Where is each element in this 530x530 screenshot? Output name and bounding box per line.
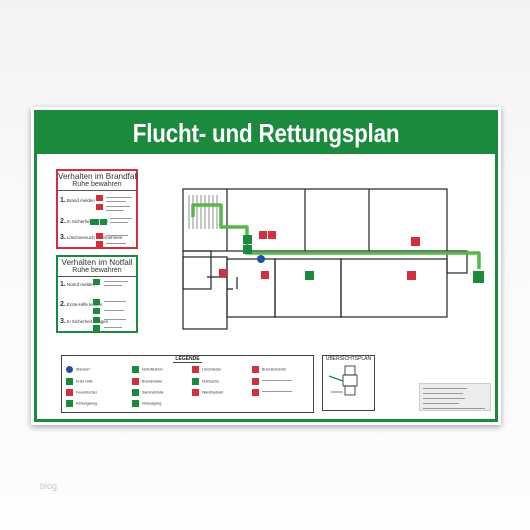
exit-icon [100,219,107,225]
legend-item: Brandschutztür [252,366,286,373]
legend-box: LEGENDE Standort Erste Hilfe Feuerlösche… [61,355,314,413]
legend-item: Notdusche [192,378,219,385]
blanket-icon [192,366,199,373]
first-aid-icon [93,299,100,305]
overview-title: ÜBERSICHTSPLAN [325,356,372,362]
legend-title: LEGENDE [173,356,202,363]
shower-icon [192,378,199,385]
extinguisher-icon [261,271,269,279]
escape-plan-sign: Flucht- und Rettungsplan Verhalten im Br… [31,107,501,425]
fire-step-3: 3.Löschversuch unternehmen [60,234,123,241]
escape-arrow-icon [90,219,99,225]
plan-title: Flucht- und Rettungsplan [132,118,400,148]
phone-icon [132,366,139,373]
fire-door-icon [252,366,259,373]
fire-alarm-icon [132,378,139,385]
hydrant-icon [96,241,103,247]
extinguisher-icon [268,231,276,239]
escape-route [191,203,481,269]
room-center-left [226,258,276,318]
fire-step-2: 2.In Sicherheit bringen [60,218,109,225]
aid-step-2: 2.Erste-Hilfe leisten [60,301,103,308]
overview-plan-box: ÜBERSICHTSPLAN [322,355,375,411]
emergency-procedure-box: Verhalten im Notfall Ruhe bewahren 1.Not… [56,255,138,333]
fire-alarm-icon [252,378,259,385]
escape-arrow-icon [93,317,100,323]
fire-alarm-icon [96,195,103,201]
standort-dot-icon [257,255,265,263]
aid-box-subtitle: Ruhe bewahren [72,267,122,274]
north-wing-outline [182,188,448,252]
assembly-icon [93,325,100,331]
overview-map [328,365,358,396]
legend-item: Erste Hilfe [66,378,93,385]
plan-info-block [419,383,491,411]
legend-item: Feuerlöscher [66,389,97,396]
exit-stair [446,250,468,274]
room-east [340,258,448,318]
hydrant-icon [192,389,199,396]
fire-procedure-box: Verhalten im Brandfall Ruhe bewahren 1.B… [56,169,138,249]
extinguisher-icon [96,233,103,239]
fire-box-title: Verhalten im Brandfall [58,172,139,181]
phone-icon [96,204,103,210]
shower-icon [93,308,100,314]
exit-icon [243,235,252,244]
legend-item: Standort [66,366,90,373]
fire-alarm-icon [219,269,227,277]
sign-frame: Flucht- und Rettungsplan Verhalten im Br… [34,110,498,422]
room-center [274,258,342,318]
legend-item: Notausgang [132,400,161,407]
hydrant-icon [411,237,420,246]
escape-arrow-icon [66,400,73,407]
legend-item: Rettungsweg [66,400,97,407]
legend-item [252,389,292,396]
phone-icon [93,279,100,285]
standort-dot-icon [66,366,73,373]
exit-icon [132,400,139,407]
watermark-text: blog [40,481,58,491]
floor-plan [182,188,484,330]
aid-box-title: Verhalten im Notfall [61,258,133,267]
first-aid-icon [305,271,314,280]
fire-alarm-icon [259,231,267,239]
extinguisher-icon [66,389,73,396]
aid-step-3: 3.In Sicherheit bringen [60,318,109,325]
legend-item: Löschdecke [192,366,221,373]
legend-item [252,378,292,385]
legend-item: Sammelstelle [132,389,164,396]
fire-box-subtitle: Ruhe bewahren [72,181,122,188]
aid-step-1: 1.Notruf melden [60,281,96,288]
legend-item: Wandhydrant [192,389,223,396]
fire-step-1: 1.Brand melden [60,197,95,204]
extinguisher-icon [407,271,416,280]
escape-arrow-icon [243,245,252,254]
first-aid-icon [66,378,73,385]
exit-door-icon [473,271,484,283]
assembly-icon [132,389,139,396]
legend-item: Brandmelder [132,378,163,385]
extinguisher-icon [252,389,259,396]
title-banner: Flucht- und Rettungsplan [37,113,495,154]
legend-item: Notruftelefon [132,366,163,373]
